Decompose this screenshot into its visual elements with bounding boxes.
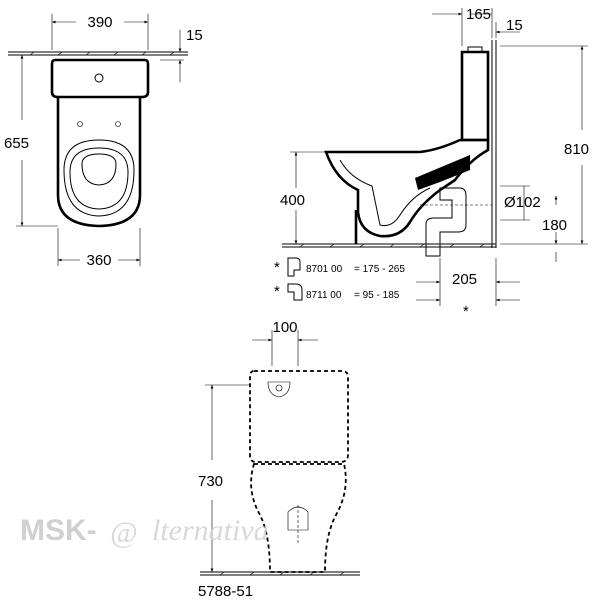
- accessory-marker: *: [274, 283, 280, 300]
- footnote-star: *: [463, 303, 469, 320]
- dim-width-bottom: 360: [86, 252, 111, 269]
- accessory-marker: *: [274, 259, 280, 276]
- dim-wall-gap: 15: [506, 17, 523, 34]
- watermark-suffix: lternativa: [152, 514, 269, 547]
- side-cistern-outline: [460, 50, 490, 142]
- dim-depth: 655: [4, 135, 29, 152]
- side-bowl-outline: [324, 138, 490, 238]
- flush-button-icon: [94, 73, 104, 83]
- dim-top-offset: 165: [466, 6, 491, 23]
- front-view: 100 730: [198, 319, 360, 576]
- dim-pipe-diameter: Ø102: [504, 194, 541, 211]
- watermark: MSK- @ lternativa: [20, 514, 269, 549]
- dim-offset-top: 15: [186, 27, 203, 44]
- dim-seat-height: 400: [280, 192, 305, 209]
- accessory-row-2: * 8711 00 = 95 - 185: [274, 283, 400, 301]
- front-bowl-outline: [250, 463, 347, 573]
- dim-cistern-width: 100: [272, 319, 297, 336]
- dim-wall-distance: 205: [452, 271, 477, 288]
- dim-front-height: 730: [198, 473, 223, 490]
- pipe-connector-icon: [287, 283, 303, 301]
- accessory-range: = 175 - 265: [354, 264, 405, 275]
- accessory-code: 8711 00: [306, 290, 342, 301]
- watermark-prefix: MSK-: [20, 514, 97, 547]
- accessory-code: 8701 00: [306, 264, 343, 275]
- side-view: 165 15 810 400 Ø102 180 205 *: [274, 6, 589, 320]
- accessory-range: = 95 - 185: [354, 290, 400, 301]
- top-bowl-outline: [56, 97, 142, 228]
- trap-shading: [415, 155, 470, 190]
- dim-width-top: 390: [87, 14, 112, 31]
- pipe-connector-icon: [287, 257, 301, 277]
- front-cistern-outline: [249, 370, 349, 463]
- top-view: 390 15 655 360: [4, 14, 203, 269]
- top-cistern-outline: [50, 58, 150, 99]
- dim-total-height: 810: [564, 141, 589, 158]
- model-number: 5788-51: [198, 583, 253, 600]
- watermark-at: @: [110, 516, 138, 549]
- accessory-row-1: * 8701 00 = 175 - 265: [274, 257, 405, 277]
- dim-outlet-height: 180: [542, 217, 567, 234]
